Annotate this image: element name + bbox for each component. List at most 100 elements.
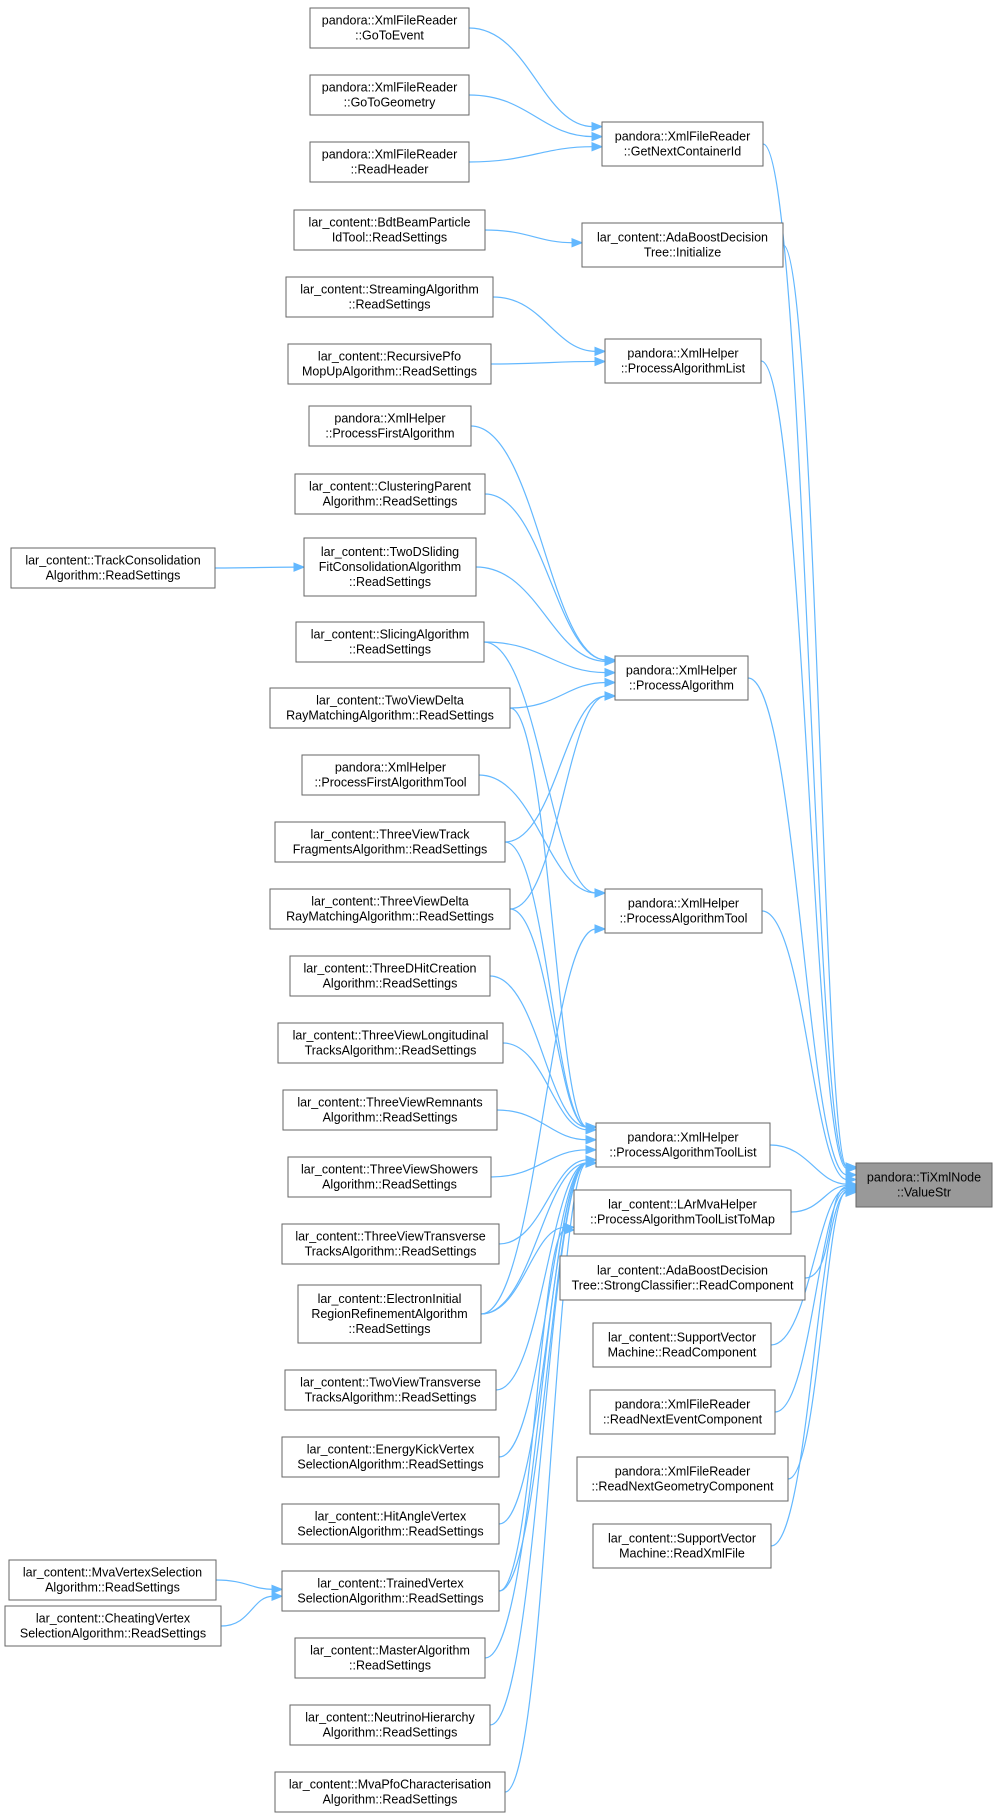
node-label-line: ::GoToGeometry	[344, 96, 436, 110]
node-label-line: pandora::XmlHelper	[335, 761, 446, 775]
node-box	[281, 1570, 500, 1612]
node-adaInit[interactable]: lar_content::AdaBoostDecisionTree::Initi…	[581, 222, 784, 268]
node-box	[308, 405, 472, 447]
edge-twoDSliding-to-procAlg	[475, 566, 607, 662]
node-trainedVertex[interactable]: lar_content::TrainedVertexSelectionAlgor…	[281, 1570, 500, 1612]
node-box	[285, 276, 494, 318]
node-procAlgTool[interactable]: pandora::XmlHelper::ProcessAlgorithmTool	[604, 888, 763, 934]
node-procAlg[interactable]: pandora::XmlHelper::ProcessAlgorithm	[614, 655, 749, 701]
node-threeDHitCreation[interactable]: lar_content::ThreeDHitCreationAlgorithm:…	[289, 955, 491, 997]
edge-arrowhead	[591, 141, 604, 152]
edge-mvaVertex-to-trainedVertex	[215, 1579, 274, 1590]
node-box	[277, 1022, 504, 1064]
node-label-line: lar_content::SupportVector	[608, 1331, 756, 1345]
node-readNextGeometry[interactable]: pandora::XmlFileReader::ReadNextGeometry…	[576, 1456, 789, 1502]
node-neutrinoHierarchy[interactable]: lar_content::NeutrinoHierarchyAlgorithm:…	[289, 1704, 491, 1746]
node-label-line: ::ReadNextEventComponent	[603, 1413, 763, 1427]
edge-electronInitial-to-larMvaHelper	[480, 1226, 566, 1315]
node-twoDSliding[interactable]: lar_content::TwoDSlidingFitConsolidation…	[303, 537, 477, 597]
node-threeViewTransverse[interactable]: lar_content::ThreeViewTransverseTracksAl…	[281, 1223, 500, 1265]
node-label-line: lar_content::ThreeViewTransverse	[295, 1230, 485, 1244]
edge-clusteringParent-to-procAlg	[484, 493, 607, 661]
node-label-line: pandora::XmlHelper	[627, 347, 738, 361]
edge-threeViewLongitudinal-to-procAlgToolList	[502, 1042, 588, 1131]
node-mvaVertex[interactable]: lar_content::MvaVertexSelectionAlgorithm…	[8, 1559, 217, 1601]
node-label-line: lar_content::ThreeViewTrack	[310, 828, 470, 842]
node-label-line: ::ProcessFirstAlgorithmTool	[314, 776, 466, 790]
node-energyKick[interactable]: lar_content::EnergyKickVertexSelectionAl…	[281, 1436, 500, 1478]
node-threeViewDeltaRay[interactable]: lar_content::ThreeViewDeltaRayMatchingAl…	[269, 888, 511, 930]
node-box	[281, 1223, 500, 1265]
node-procFirstAlgTool[interactable]: pandora::XmlHelper::ProcessFirstAlgorith…	[301, 754, 480, 796]
edge-threeViewTrackFrag-to-procAlg	[504, 695, 607, 843]
node-cheatingVertex[interactable]: lar_content::CheatingVertexSelectionAlgo…	[4, 1605, 222, 1647]
edge-neutrinoHierarchy-to-procAlgToolList	[489, 1162, 588, 1726]
node-label-line: SelectionAlgorithm::ReadSettings	[297, 1458, 483, 1472]
node-goToGeometry[interactable]: pandora::XmlFileReader::GoToGeometry	[309, 74, 470, 116]
node-twoViewDeltaRay[interactable]: lar_content::TwoViewDeltaRayMatchingAlgo…	[269, 687, 511, 729]
node-clusteringParent[interactable]: lar_content::ClusteringParentAlgorithm::…	[294, 473, 486, 515]
node-masterAlg[interactable]: lar_content::MasterAlgorithm::ReadSettin…	[294, 1637, 486, 1679]
node-label-line: RayMatchingAlgorithm::ReadSettings	[286, 910, 494, 924]
node-box	[573, 1189, 792, 1235]
edge-trainedVertex-to-larMvaHelper	[498, 1229, 566, 1592]
node-label-line: lar_content::BdtBeamParticle	[309, 216, 471, 230]
node-goToEvent[interactable]: pandora::XmlFileReader::GoToEvent	[309, 7, 470, 49]
edge-adaInit-to-root	[782, 244, 848, 1168]
node-label-line: lar_content::ThreeViewDelta	[311, 895, 469, 909]
node-threeViewRemnants[interactable]: lar_content::ThreeViewRemnantsAlgorithm:…	[282, 1089, 498, 1131]
edge-masterAlg-to-procAlgToolList	[484, 1162, 588, 1659]
edge-arrowhead	[271, 1591, 284, 1601]
node-label-line: lar_content::ThreeDHitCreation	[304, 962, 477, 976]
node-larMvaHelper[interactable]: lar_content::LArMvaHelper::ProcessAlgori…	[573, 1189, 792, 1235]
node-label-line: lar_content::StreamingAlgorithm	[300, 283, 479, 297]
edge-twoViewDeltaRay-to-procAlgToolList	[509, 707, 588, 1128]
node-box	[287, 343, 492, 385]
edge-arrowhead	[585, 1145, 598, 1155]
node-box	[274, 821, 506, 863]
node-twoViewTransverse[interactable]: lar_content::TwoViewTransverseTracksAlgo…	[284, 1369, 497, 1411]
edge-arrowhead	[845, 1187, 858, 1197]
edge-arrowhead	[594, 346, 607, 357]
node-root[interactable]: pandora::TiXmlNode::ValueStr	[855, 1162, 993, 1208]
node-mvaPfo[interactable]: lar_content::MvaPfoCharacterisationAlgor…	[274, 1771, 506, 1813]
node-hitAngle[interactable]: lar_content::HitAngleVertexSelectionAlgo…	[281, 1503, 500, 1545]
node-readHeader[interactable]: pandora::XmlFileReader::ReadHeader	[309, 141, 470, 183]
edge-streaming-to-procAlgList	[492, 296, 597, 352]
edge-threeDHitCreation-to-procAlgToolList	[489, 975, 588, 1128]
node-bdtBeam[interactable]: lar_content::BdtBeamParticleIdTool::Read…	[293, 209, 486, 251]
edge-arrowhead	[604, 691, 617, 701]
node-threeViewLongitudinal[interactable]: lar_content::ThreeViewLongitudinalTracks…	[277, 1022, 504, 1064]
edge-threeViewDeltaRay-to-procAlgToolList	[509, 908, 588, 1128]
edge-arrowhead	[591, 121, 604, 132]
node-label-line: pandora::XmlHelper	[626, 664, 737, 678]
edge-arrowhead	[604, 656, 617, 667]
node-electronInitial[interactable]: lar_content::ElectronInitialRegionRefine…	[297, 1284, 482, 1344]
edge-arrowhead	[845, 1163, 858, 1174]
node-label-line: pandora::XmlHelper	[628, 897, 739, 911]
node-label-line: Algorithm::ReadSettings	[322, 1178, 457, 1192]
node-slicing[interactable]: lar_content::SlicingAlgorithm::ReadSetti…	[295, 621, 485, 663]
edge-arrowhead	[594, 924, 607, 934]
node-streaming[interactable]: lar_content::StreamingAlgorithm::ReadSet…	[285, 276, 494, 318]
node-readNextEvent[interactable]: pandora::XmlFileReader::ReadNextEventCom…	[589, 1389, 776, 1435]
node-svmReadXml[interactable]: lar_content::SupportVectorMachine::ReadX…	[592, 1523, 772, 1569]
edge-arrowhead	[585, 1124, 598, 1135]
edge-arrowhead	[591, 131, 604, 142]
node-box	[294, 473, 486, 515]
node-getNextContainerId[interactable]: pandora::XmlFileReader::GetNextContainer…	[601, 121, 764, 167]
node-label-line: ::GoToEvent	[355, 29, 424, 43]
edge-svmReadComponent-to-root	[770, 1187, 848, 1346]
node-procAlgList[interactable]: pandora::XmlHelper::ProcessAlgorithmList	[604, 338, 762, 384]
node-recursivePfo[interactable]: lar_content::RecursivePfoMopUpAlgorithm:…	[287, 343, 492, 385]
node-threeViewTrackFrag[interactable]: lar_content::ThreeViewTrackFragmentsAlgo…	[274, 821, 506, 863]
node-adaStrong[interactable]: lar_content::AdaBoostDecisionTree::Stron…	[559, 1255, 806, 1301]
node-label-line: lar_content::SlicingAlgorithm	[311, 628, 469, 642]
node-procAlgToolList[interactable]: pandora::XmlHelper::ProcessAlgorithmTool…	[595, 1122, 771, 1168]
node-trackConsolidation[interactable]: lar_content::TrackConsolidationAlgorithm…	[10, 547, 216, 589]
edge-twoViewTransverse-to-procAlgToolList	[495, 1162, 588, 1391]
node-svmReadComponent[interactable]: lar_content::SupportVectorMachine::ReadC…	[592, 1322, 772, 1368]
node-box	[294, 1637, 486, 1679]
node-threeViewShowers[interactable]: lar_content::ThreeViewShowersAlgorithm::…	[287, 1156, 492, 1198]
node-procFirstAlg[interactable]: pandora::XmlHelper::ProcessFirstAlgorith…	[308, 405, 472, 447]
